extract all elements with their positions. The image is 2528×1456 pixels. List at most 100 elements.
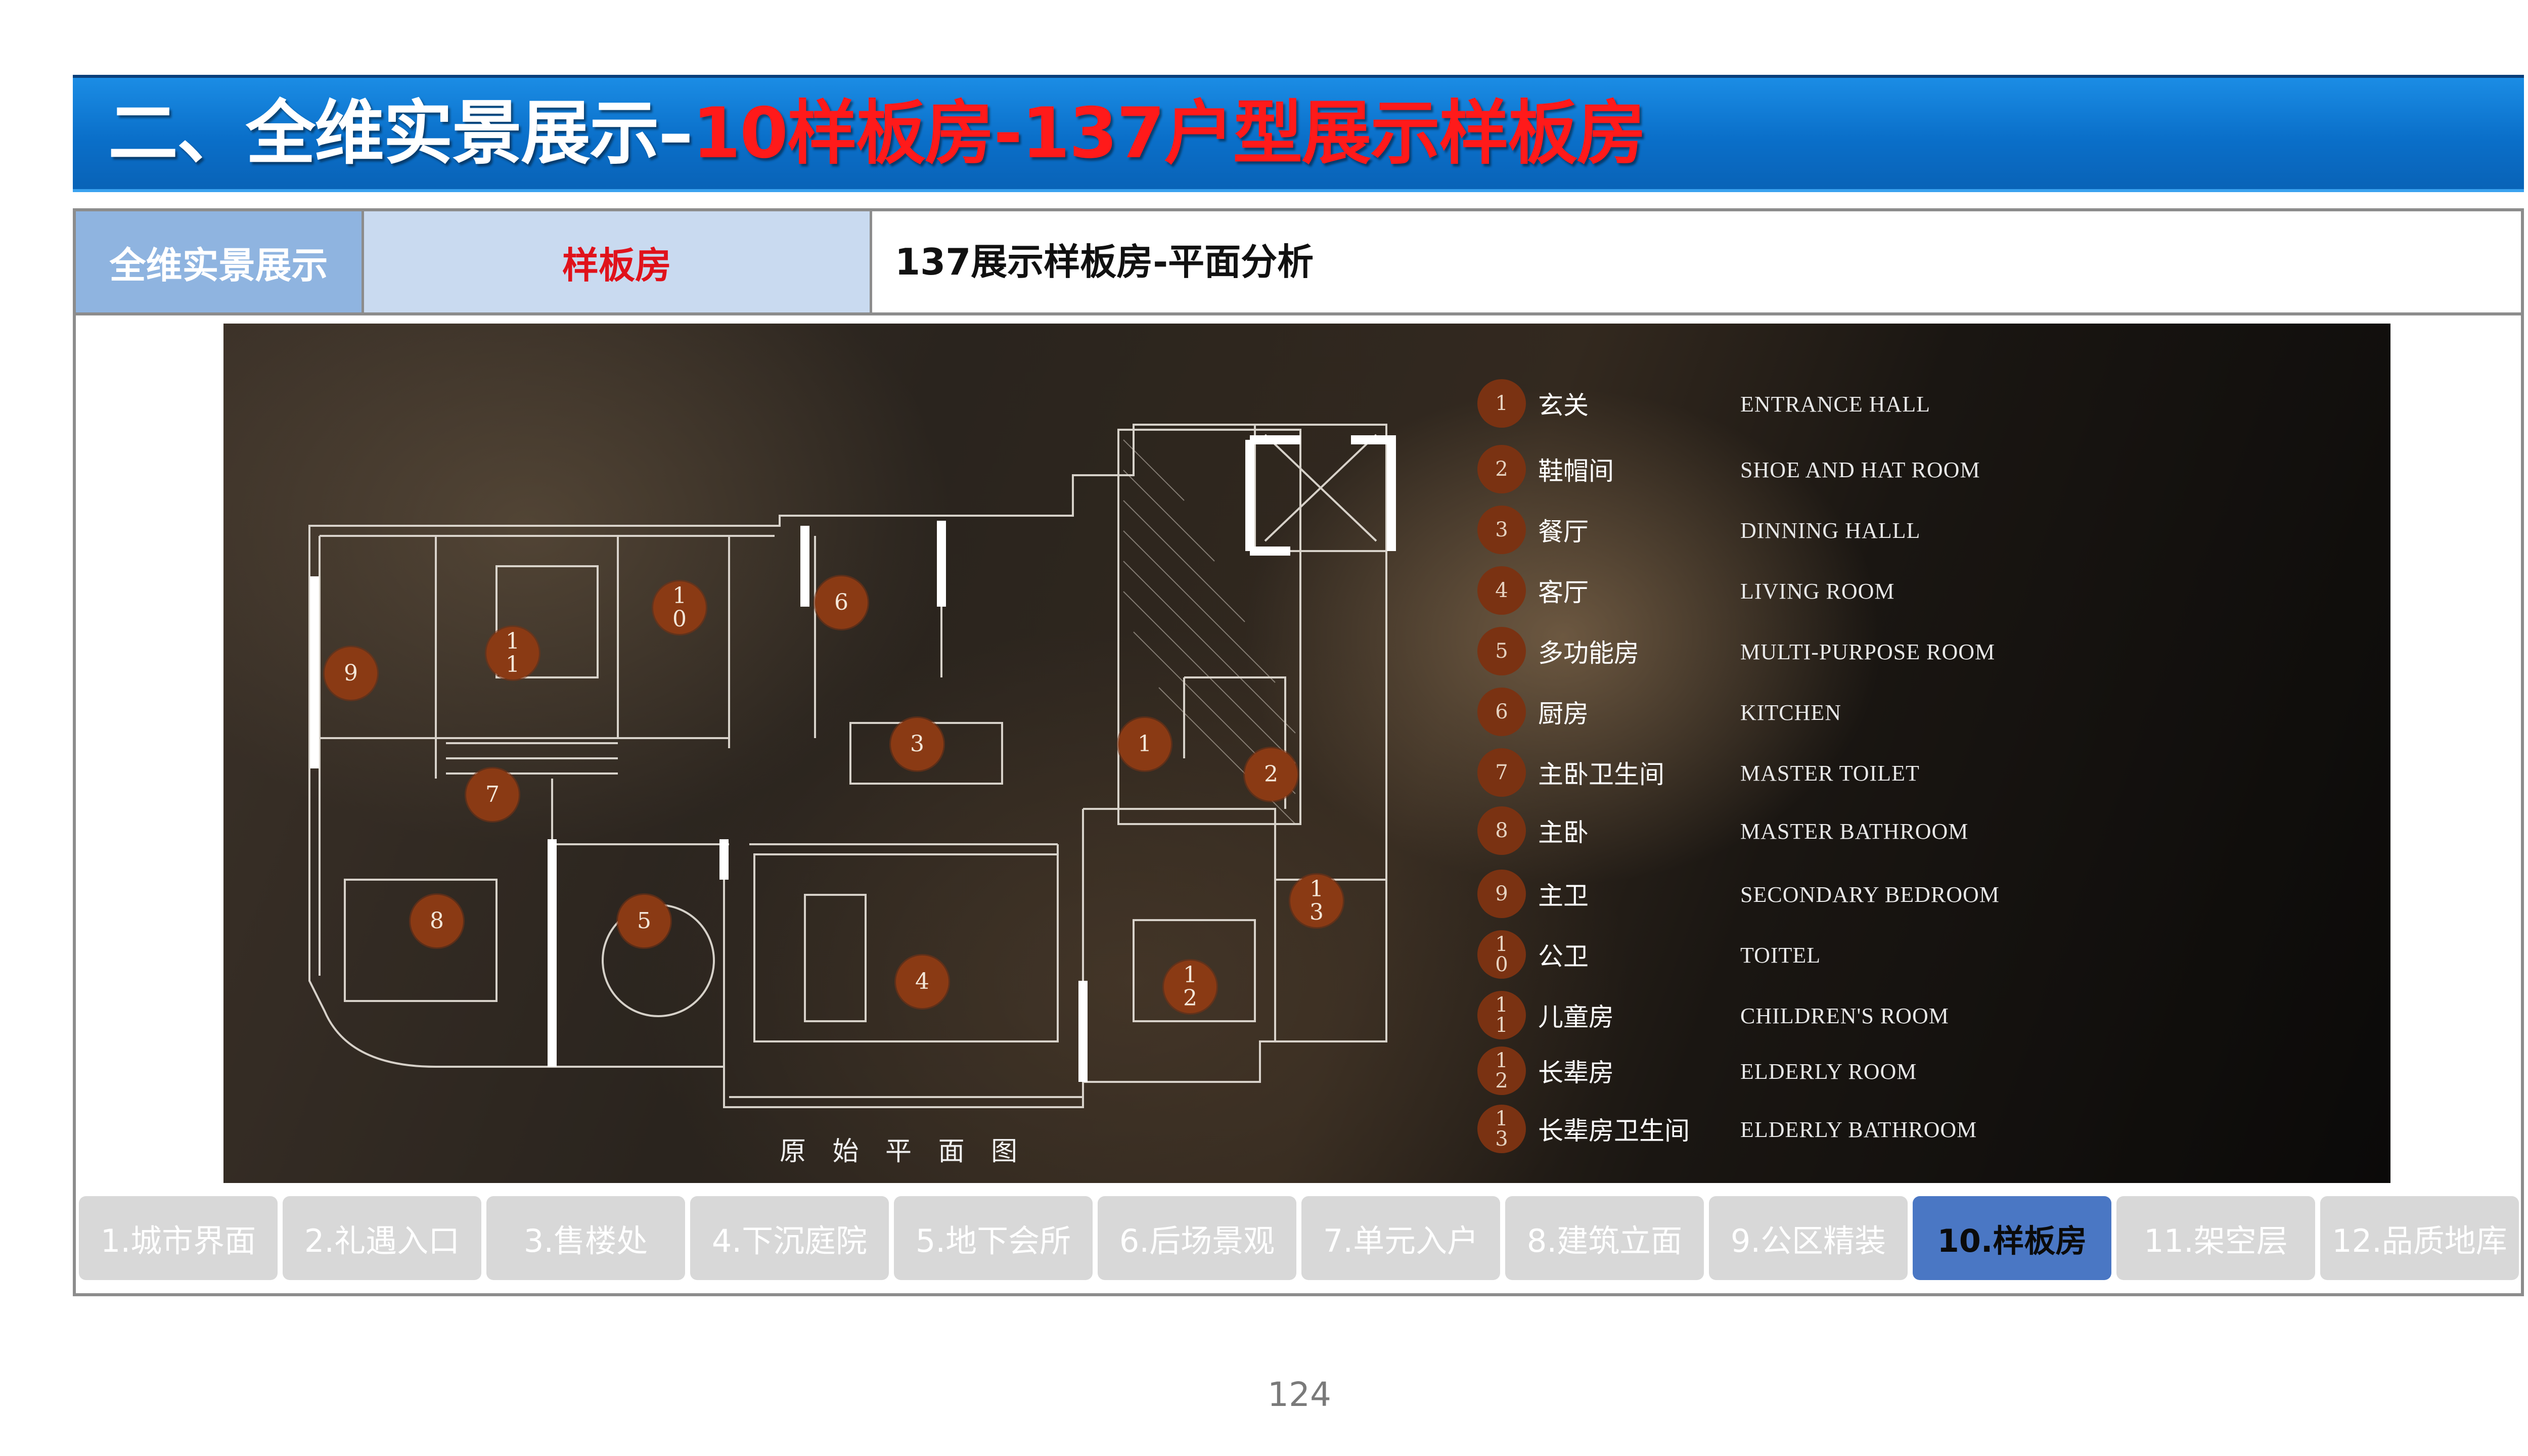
room-marker: 1 [1118, 718, 1171, 770]
legend-number-badge: 3 [1477, 506, 1526, 554]
legend-room-name-cn: 玄关 [1538, 391, 1589, 420]
legend-number-badge: 4 [1477, 566, 1526, 615]
room-marker-number: 8 [430, 908, 444, 934]
room-marker: 5 [618, 895, 670, 947]
tab-panorama[interactable]: 全维实景展示 [76, 211, 364, 312]
legend-room-name-en: SECONDARY BEDROOM [1740, 882, 2000, 907]
room-marker-number: 1 [506, 628, 520, 654]
legend-room-name-cn: 多功能房 [1538, 639, 1639, 668]
nav-button-5[interactable]: 5.地下会所 [894, 1196, 1093, 1280]
legend-number: 1 [1495, 1049, 1508, 1072]
nav-button-12[interactable]: 12.品质地库 [2320, 1196, 2519, 1280]
legend-number-badge: 8 [1477, 806, 1526, 855]
room-marker: 6 [815, 576, 868, 629]
legend-number-second: 2 [1495, 1069, 1508, 1093]
legend-number: 1 [1495, 993, 1508, 1017]
nav-button-11[interactable]: 11.架空层 [2116, 1196, 2315, 1280]
legend-room-name-en: SHOE AND HAT ROOM [1740, 458, 1980, 482]
nav-button-10[interactable]: 10.样板房 [1913, 1196, 2111, 1280]
legend-number: 1 [1495, 392, 1508, 415]
nav-button-2[interactable]: 2.礼遇入口 [283, 1196, 481, 1280]
page-title: 二、全维实景展示–10样板房-137户型展示样板房 [108, 90, 1646, 177]
legend-row: 9 主卫 SECONDARY BEDROOM [1477, 870, 2185, 918]
legend-room-name-en: KITCHEN [1740, 700, 1842, 725]
legend-number-second: 1 [1495, 1014, 1508, 1037]
legend-room-name-cn: 公卫 [1538, 942, 1589, 971]
legend-room-name-en: ELDERLY BATHROOM [1740, 1117, 1977, 1142]
nav-button-1[interactable]: 1.城市界面 [79, 1196, 278, 1280]
legend-room-name-cn: 鞋帽间 [1538, 457, 1614, 486]
legend-row: 8 主卧 MASTER BATHROOM [1477, 806, 2185, 855]
legend-room-name-en: DINNING HALLL [1740, 518, 1921, 543]
legend-room-name-en: LIVING ROOM [1740, 579, 1895, 604]
legend-room-name-cn: 长辈房卫生间 [1538, 1116, 1690, 1146]
legend-number: 3 [1495, 518, 1508, 541]
page-title-prefix: 二、全维实景展示– [108, 93, 693, 174]
legend-number-badge: 6 [1477, 688, 1526, 736]
room-marker: 3 [891, 718, 943, 770]
room-marker: 8 [411, 895, 463, 947]
legend-room-name-en: CHILDREN'S ROOM [1740, 1004, 1949, 1028]
legend-row: 4 客厅 LIVING ROOM [1477, 566, 2185, 615]
legend-room-name-en: MASTER BATHROOM [1740, 819, 1969, 844]
nav-button-9[interactable]: 9.公区精装 [1709, 1196, 1908, 1280]
legend-room-name-cn: 主卧 [1538, 818, 1589, 847]
nav-button-7[interactable]: 7.单元入户 [1301, 1196, 1500, 1280]
legend-number-second: 0 [1495, 953, 1508, 976]
legend-number: 9 [1495, 882, 1508, 905]
legend-room-name-en: ELDERLY ROOM [1740, 1059, 1917, 1084]
nav-button-8[interactable]: 8.建筑立面 [1505, 1196, 1704, 1280]
legend-room-name-cn: 厨房 [1538, 699, 1589, 729]
legend-number: 2 [1495, 458, 1508, 481]
legend-number-badge: 2 [1477, 445, 1526, 493]
room-marker-number: 2 [1264, 761, 1278, 787]
tab-show-flat[interactable]: 样板房 [364, 211, 872, 312]
legend-row: 2 鞋帽间 SHOE AND HAT ROOM [1477, 445, 2185, 493]
room-marker-number: 3 [910, 731, 924, 757]
legend-number: 8 [1495, 819, 1508, 842]
room-marker: 2 [1245, 748, 1297, 801]
legend-number: 1 [1495, 933, 1508, 956]
nav-button-3[interactable]: 3.售楼处 [486, 1196, 685, 1280]
legend-room-name-cn: 主卫 [1538, 881, 1589, 911]
room-marker: 7 [466, 768, 519, 821]
legend-room-name-cn: 主卧卫生间 [1538, 760, 1664, 789]
nav-button-6[interactable]: 6.后场景观 [1098, 1196, 1296, 1280]
legend-number: 5 [1495, 640, 1508, 663]
legend-room-name-cn: 客厅 [1538, 578, 1589, 607]
room-marker: 9 [325, 647, 377, 700]
title-banner: 二、全维实景展示–10样板房-137户型展示样板房 [73, 75, 2524, 192]
room-marker-number: 1 [1138, 731, 1152, 757]
room-marker-number-second: 3 [1310, 899, 1324, 925]
room-marker-number: 7 [485, 782, 500, 807]
legend-number: 1 [1495, 1107, 1508, 1130]
legend-number-badge: 1 [1477, 379, 1526, 428]
legend-row: 6 厨房 KITCHEN [1477, 688, 2185, 736]
legend-number: 7 [1495, 761, 1508, 784]
legend-number-badge: 5 [1477, 627, 1526, 675]
legend-row: 1 玄关 ENTRANCE HALL [1477, 379, 2185, 428]
room-marker-number: 4 [915, 969, 929, 994]
section-tab-row: 全维实景展示 样板房 137展示样板房-平面分析 [76, 211, 2521, 315]
legend-room-name-en: ENTRANCE HALL [1740, 392, 1930, 417]
room-marker-number: 9 [344, 660, 358, 686]
page-title-highlight: 10样板房-137户型展示样板房 [692, 93, 1646, 174]
legend-room-name-en: TOITEL [1740, 943, 1821, 968]
nav-button-4[interactable]: 4.下沉庭院 [690, 1196, 889, 1280]
room-marker-number-second: 0 [672, 606, 687, 632]
